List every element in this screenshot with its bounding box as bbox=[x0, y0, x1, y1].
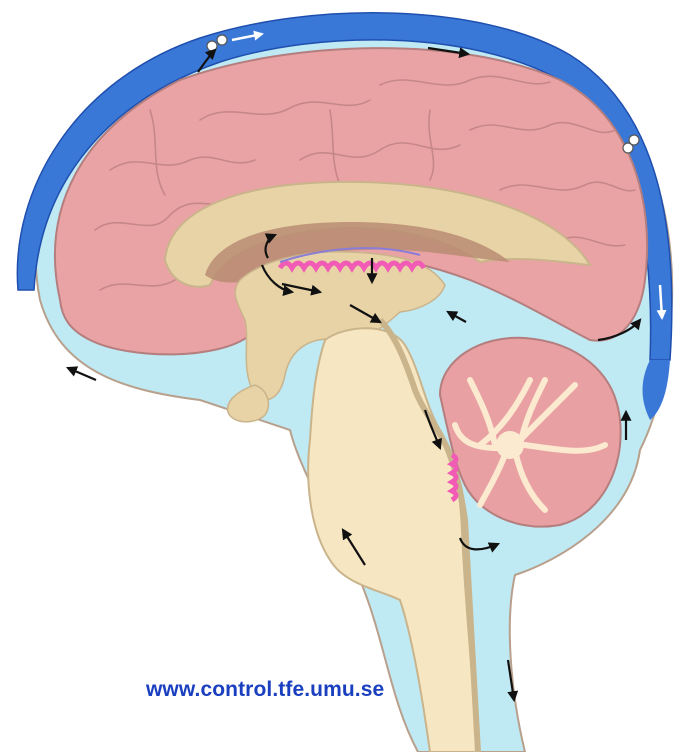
choroid-plexus-third-ventricle bbox=[280, 263, 424, 268]
transverse-sinus bbox=[643, 360, 671, 420]
source-url-caption: www.control.tfe.umu.se bbox=[146, 678, 384, 702]
